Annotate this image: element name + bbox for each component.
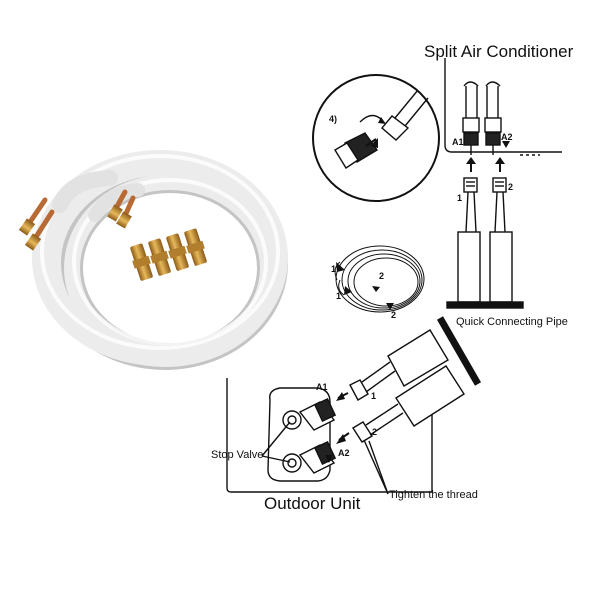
brass-adapters bbox=[130, 228, 207, 281]
ac-label-2: 2 bbox=[508, 182, 513, 192]
ac-label-1: 1 bbox=[457, 193, 462, 203]
coil-label-1b: 1 bbox=[336, 291, 341, 301]
ac-title: Split Air Conditioner bbox=[424, 42, 574, 61]
split-ac-diagram bbox=[444, 58, 562, 309]
outdoor-label-1: 1 bbox=[371, 391, 376, 401]
outdoor-unit-label: Outdoor Unit bbox=[264, 494, 361, 513]
outdoor-label-a2: A2 bbox=[338, 448, 350, 458]
small-coil-diagram bbox=[334, 245, 425, 313]
coil-label-1a: 1 bbox=[331, 264, 336, 274]
outdoor-unit-diagram bbox=[226, 316, 482, 495]
coil-label-2b: 2 bbox=[391, 310, 396, 320]
ac-label-a2: A2 bbox=[501, 132, 513, 142]
step-4-detail bbox=[312, 74, 440, 202]
outdoor-label-2: 2 bbox=[372, 427, 377, 437]
coil-label-2a: 2 bbox=[379, 271, 384, 281]
ac-label-a1: A1 bbox=[452, 137, 464, 147]
pipe-caption: Quick Connecting Pipe bbox=[456, 316, 568, 328]
outdoor-label-a1: A1 bbox=[316, 382, 328, 392]
tighten-label: Tighten the thread bbox=[389, 489, 478, 501]
hose-end-fittings bbox=[18, 204, 132, 251]
stop-valve-label: Stop Valve bbox=[211, 449, 263, 461]
coiled-hose-photo bbox=[18, 150, 288, 370]
step-number: 4) bbox=[329, 114, 337, 124]
